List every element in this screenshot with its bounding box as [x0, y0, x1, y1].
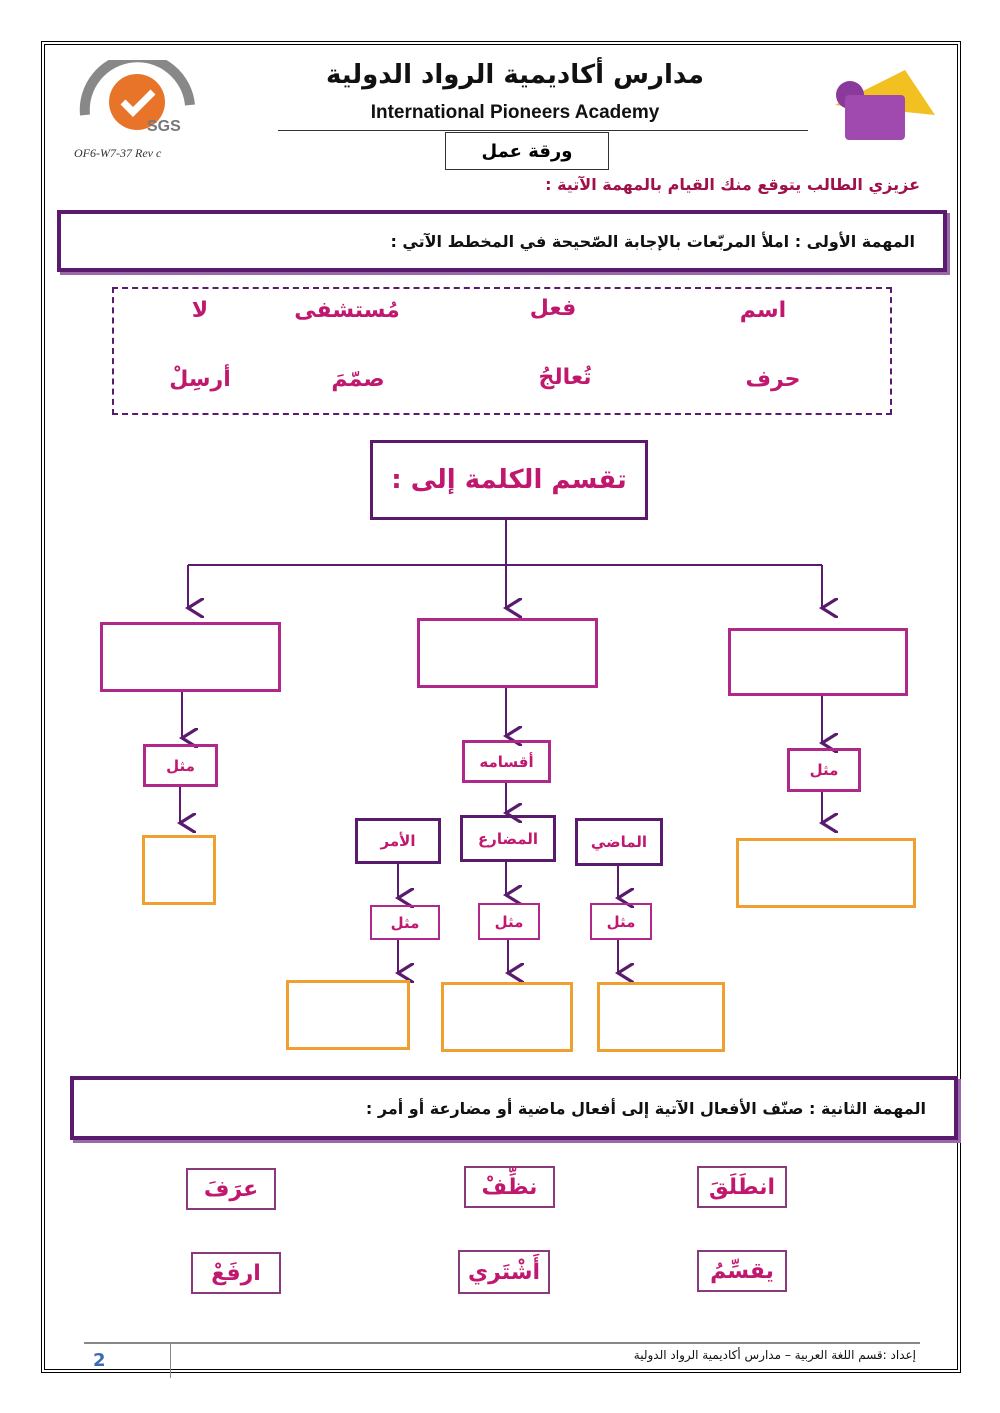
- example-label-left: مثل: [143, 744, 218, 787]
- answer-box-example-left[interactable]: [142, 835, 216, 905]
- document-code: OF6-W7-37 Rev c: [74, 146, 162, 160]
- answer-box-present[interactable]: [441, 982, 573, 1052]
- school-name-english: International Pioneers Academy: [370, 102, 660, 123]
- word-bank-item[interactable]: صمّمَ: [331, 367, 385, 392]
- sgs-text: SGS: [147, 118, 181, 135]
- worksheet-label: ورقة عمل: [445, 132, 609, 170]
- answer-box-example-right[interactable]: [736, 838, 916, 908]
- verb-card[interactable]: أَشْتَري: [458, 1250, 550, 1294]
- present-label: المضارع: [460, 815, 556, 862]
- task2-title: المهمة الثانية : صنّف الأفعال الآتية إلى…: [70, 1076, 958, 1140]
- word-bank-item[interactable]: لا: [191, 298, 209, 323]
- task1-title-text: المهمة الأولى : املأ المربّعات بالإجابة …: [390, 231, 915, 251]
- verb-card[interactable]: انطَلَقَ: [697, 1166, 787, 1208]
- task2-title-text: المهمة الثانية : صنّف الأفعال الآتية إلى…: [365, 1098, 926, 1118]
- answer-box-category-center[interactable]: [417, 618, 598, 688]
- example-label-past: مثل: [590, 903, 652, 940]
- diagram-root-text: تقسم الكلمة إلى :: [391, 465, 627, 495]
- example-label-right: مثل: [787, 748, 861, 792]
- word-bank-item[interactable]: أرسِلْ: [169, 367, 231, 392]
- verb-card[interactable]: نظِّفْ: [464, 1166, 555, 1208]
- diagram-root: تقسم الكلمة إلى :: [370, 440, 648, 520]
- past-label: الماضي: [575, 818, 663, 866]
- footer-prepared-by: إعداد :قسم اللغة العربية – مدارس أكاديمي…: [633, 1348, 916, 1362]
- school-logo: [815, 65, 935, 145]
- footer-separator: [170, 1344, 171, 1378]
- page-border: [41, 41, 961, 1373]
- footer-divider: [84, 1342, 920, 1344]
- example-label-present: مثل: [478, 903, 540, 940]
- verb-card[interactable]: ارفَعْ: [191, 1252, 281, 1294]
- example-label-imperative: مثل: [370, 905, 440, 940]
- answer-box-category-left[interactable]: [100, 622, 281, 692]
- word-bank-item[interactable]: حرف: [745, 367, 801, 392]
- answer-box-imperative[interactable]: [286, 980, 410, 1050]
- word-bank: [112, 287, 892, 415]
- word-bank-item[interactable]: اسم: [739, 298, 787, 323]
- divisions-label: أقسامه: [462, 740, 551, 783]
- task1-title: المهمة الأولى : املأ المربّعات بالإجابة …: [57, 210, 947, 272]
- answer-box-past[interactable]: [597, 982, 725, 1052]
- school-name-arabic: مدارس أكاديمية الرواد الدولية: [325, 60, 704, 90]
- imperative-label: الأمر: [355, 818, 441, 864]
- header-divider: [278, 130, 808, 131]
- word-bank-item[interactable]: مُستشفى: [294, 298, 400, 323]
- answer-box-category-right[interactable]: [728, 628, 908, 696]
- word-bank-item[interactable]: تُعالجُ: [538, 365, 592, 390]
- verb-card[interactable]: عرَفَ: [186, 1168, 276, 1210]
- verb-card[interactable]: يقسِّمُ: [697, 1250, 787, 1292]
- intro-text: عزيزي الطالب يتوقع منك القيام بالمهمة ال…: [545, 175, 920, 194]
- word-bank-item[interactable]: فعل: [529, 296, 577, 321]
- page-number: 2: [93, 1350, 106, 1371]
